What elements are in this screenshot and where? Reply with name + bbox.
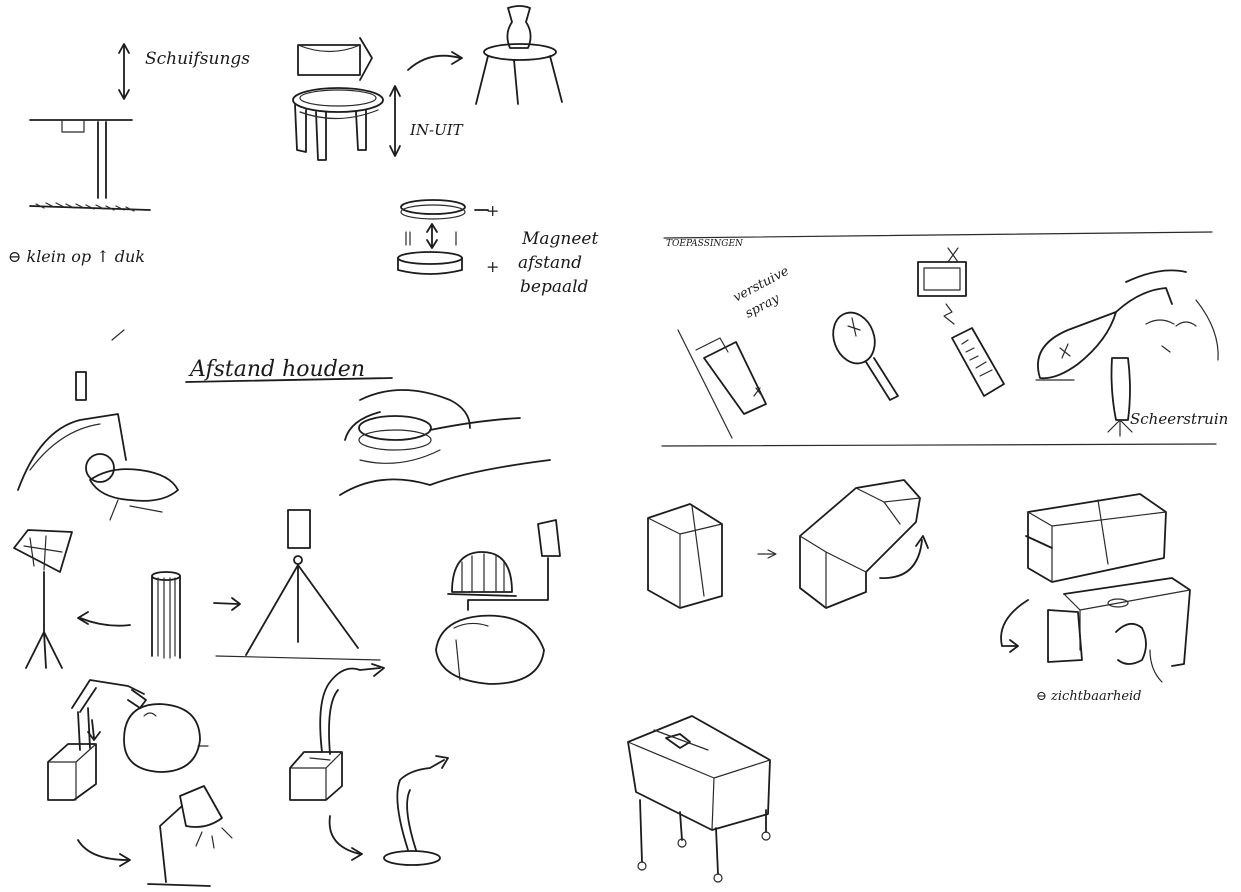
label-slide-in: Schuifsungs <box>145 49 250 69</box>
curved-arrow-small-icon <box>330 816 362 860</box>
label-minus-visible: ⊖ zichtbaarheid <box>1036 689 1142 704</box>
applications-bottom-rule <box>662 444 1216 446</box>
label-magnet-line3: bepaald <box>520 277 589 297</box>
box-on-legs-sketch <box>628 716 770 882</box>
rotate-arrow-left-icon <box>1001 600 1028 652</box>
cylinder-lamp-sketch <box>152 572 180 658</box>
sleeping-head-sketch <box>124 704 208 772</box>
spray-can-sketch <box>678 330 766 438</box>
flexible-neck-lamp-sketch <box>290 664 384 800</box>
label-in-out: IN-UIT <box>409 121 464 139</box>
table-edge-sketch <box>30 120 150 211</box>
plus-sign-1: + <box>486 201 499 220</box>
folding-box-sketch <box>648 504 722 608</box>
tv-with-remote-sketch <box>918 248 1004 396</box>
rotating-tabletop-sketch <box>298 38 372 80</box>
curved-arrow-left-icon <box>78 840 130 866</box>
stool-with-vase-sketch <box>476 6 562 104</box>
open-box-sketch <box>800 480 920 608</box>
canopy-over-baby-sketch <box>18 372 178 520</box>
round-table-sketch <box>293 88 383 160</box>
applications-top-rule <box>664 232 1212 238</box>
stacked-boxes-over-head-sketch <box>1026 494 1190 682</box>
in-out-arrow-icon <box>390 86 400 156</box>
label-shaver: Scheerstruin <box>1130 410 1228 428</box>
gooseneck-lamp-sketch <box>384 756 448 865</box>
hand-mirror-sketch <box>826 307 898 400</box>
curved-arrow-icon <box>408 52 462 70</box>
tripod-lamp-sketch <box>216 510 380 660</box>
desk-lamp-sketch <box>148 786 232 886</box>
plus-sign-2: + <box>486 257 499 276</box>
label-magnet-line1: Magneet <box>521 229 598 249</box>
label-minus-note: ⊖ klein op ↑ duk <box>8 247 145 266</box>
robot-arm-lamp-sketch <box>48 680 146 800</box>
right-arrow-icon <box>214 598 240 610</box>
beanie-with-hat-sketch <box>436 520 560 684</box>
hand-holding-disc-sketch <box>340 390 550 495</box>
magnet-disks-sketch <box>398 200 488 274</box>
vertical-double-arrow-icon <box>119 44 129 99</box>
arrow-right-small-icon <box>758 550 776 558</box>
music-stand-sketch <box>14 530 72 668</box>
heading-applications: TOEPASSINGEN <box>666 239 744 249</box>
label-magnet-line2: afstand <box>518 253 582 273</box>
left-arrow-icon <box>78 612 130 626</box>
stray-mark <box>112 330 124 340</box>
rotate-arrow-icon <box>880 536 928 578</box>
